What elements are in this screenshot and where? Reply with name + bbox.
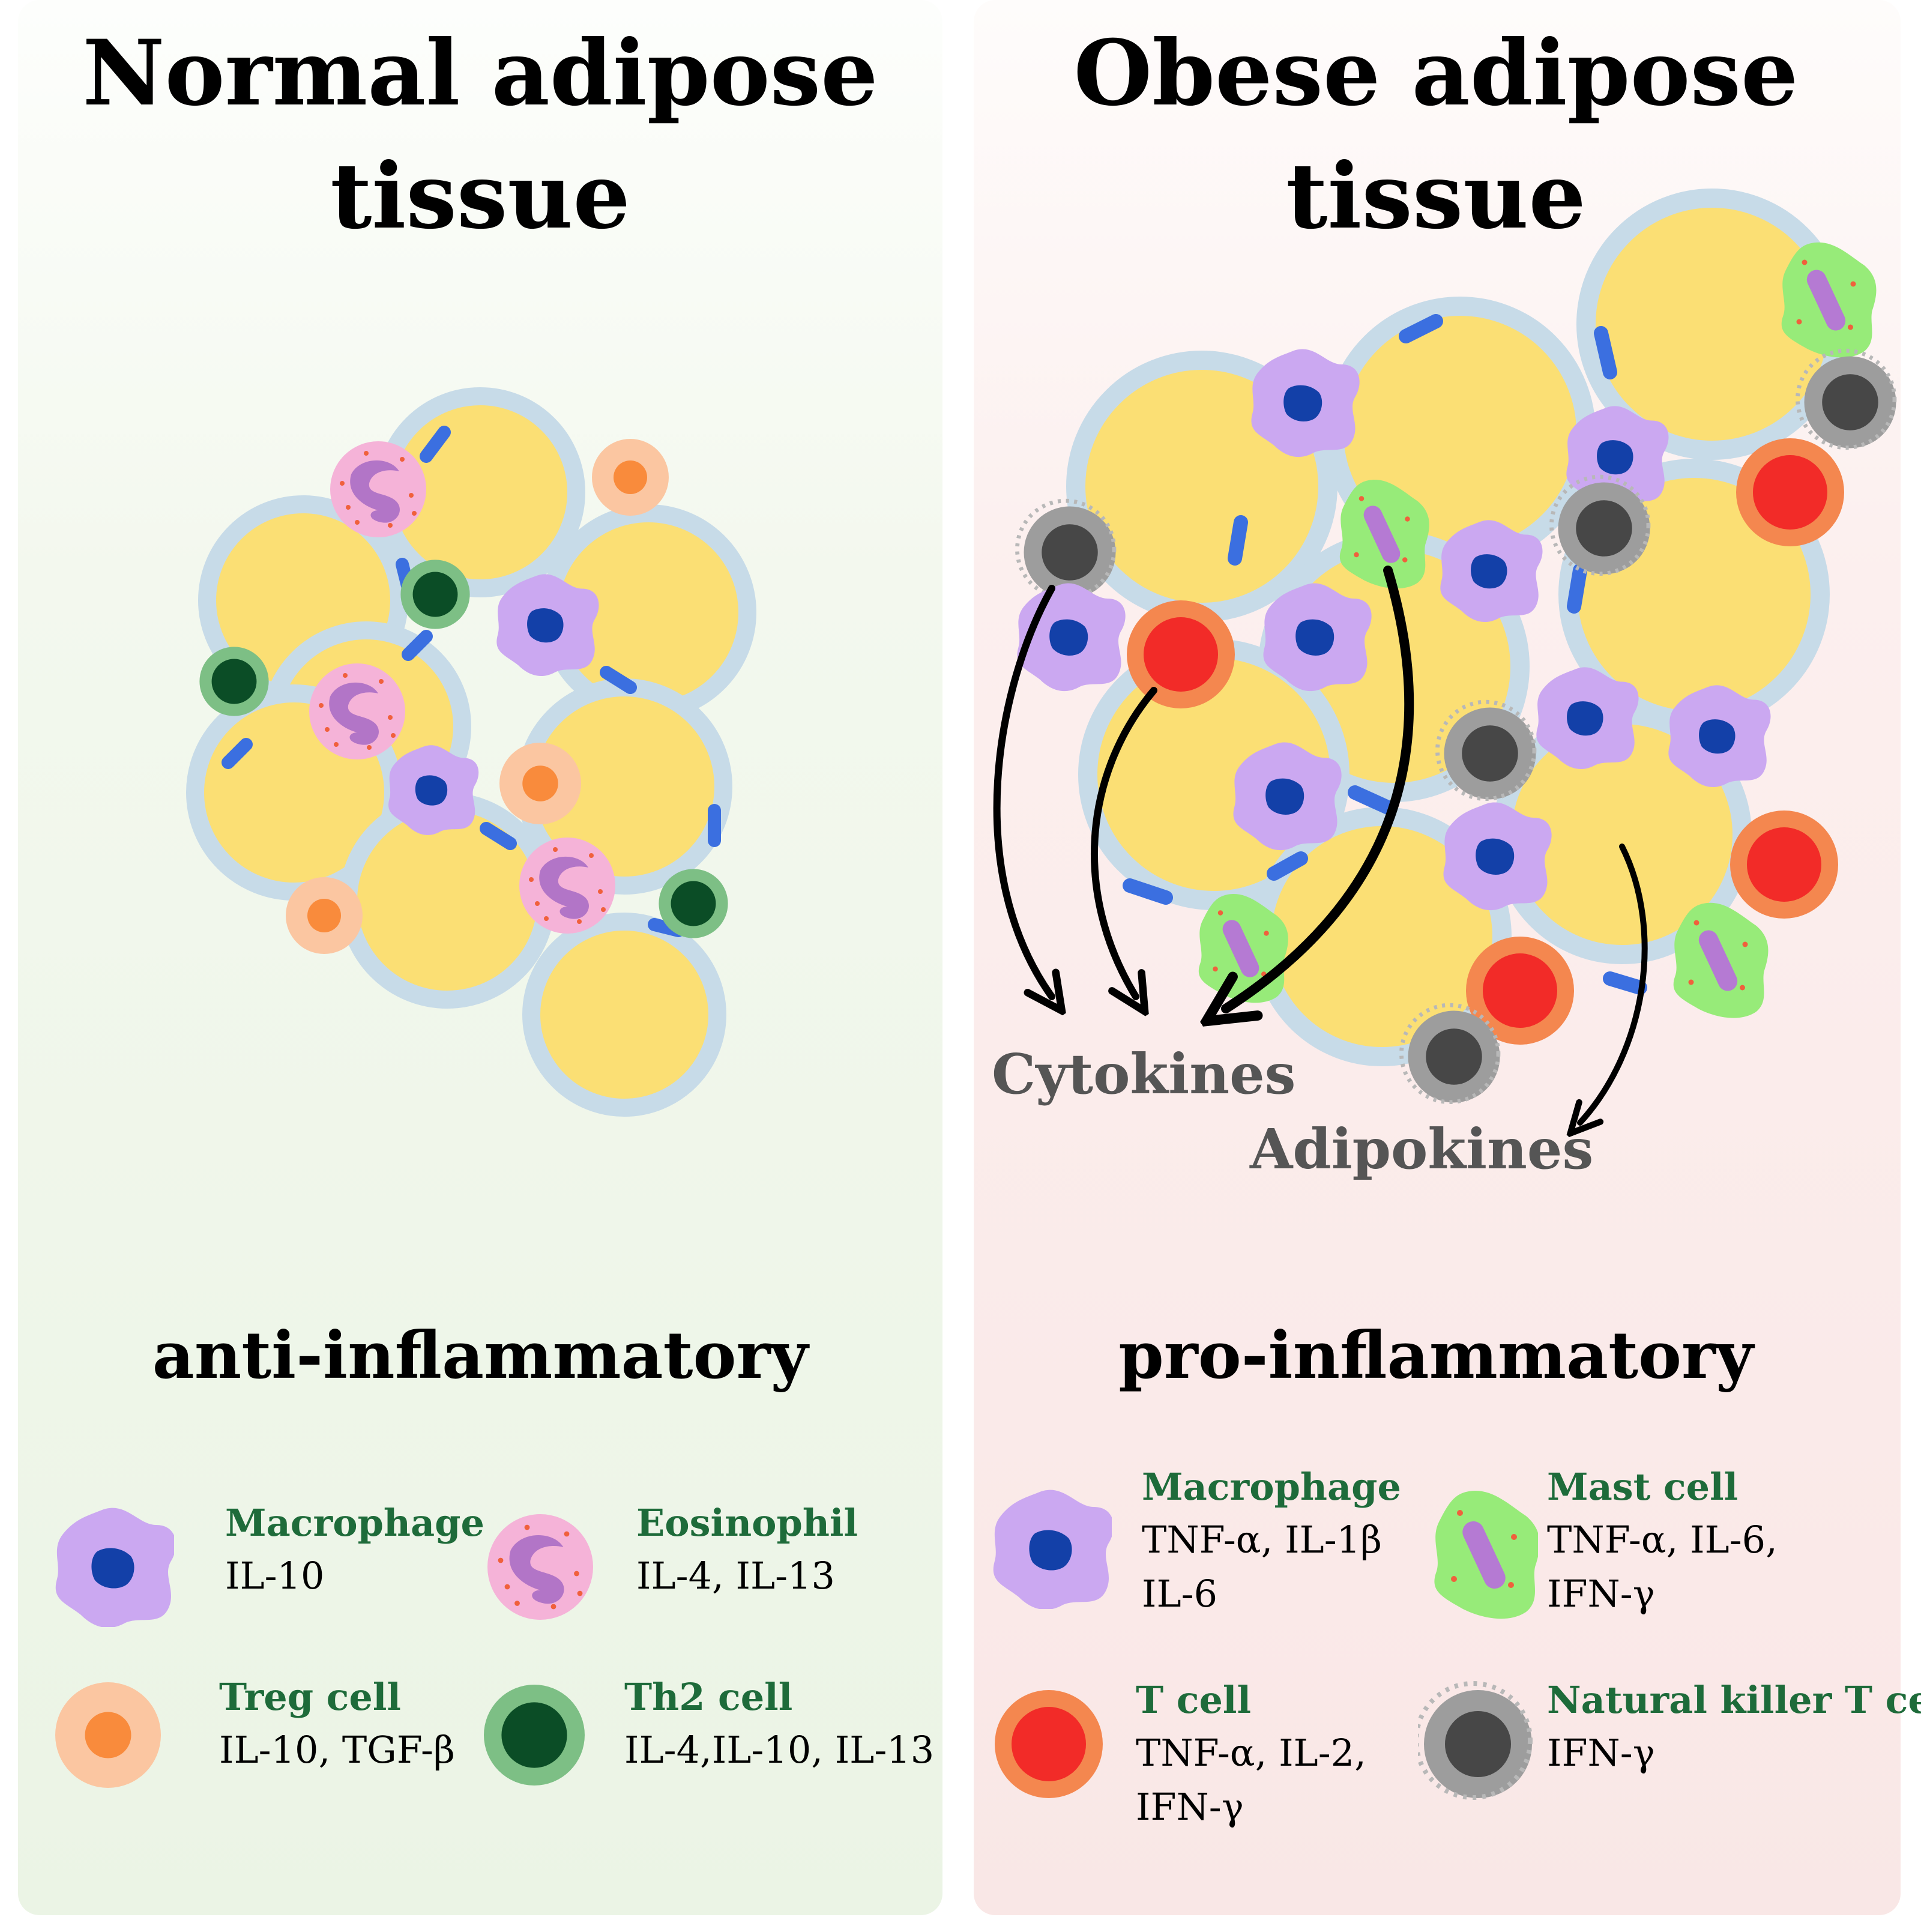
arrow-adipokines	[1580, 844, 1648, 1123]
macrophage-icon	[55, 1508, 174, 1627]
legend-name: Natural killer T cell	[1547, 1678, 1921, 1722]
obese-title-line1: Obese adipose	[1073, 20, 1799, 126]
normal-title-line2: tissue	[330, 143, 630, 249]
treg-cell-icon	[55, 1682, 161, 1788]
th2-cell-icon	[199, 647, 269, 716]
legend-cytokines-line2: IFN-γ	[1547, 1572, 1655, 1616]
th2-cell-icon	[484, 1685, 585, 1786]
legend-name: Treg cell	[219, 1675, 401, 1719]
anti-inflammatory-label: anti-inflammatory	[152, 1318, 809, 1393]
treg-cell-icon	[499, 743, 581, 824]
macrophage-icon	[496, 574, 599, 677]
legend-name: Macrophage	[1142, 1465, 1401, 1509]
legend-cytokines: IL-10, TGF-β	[219, 1728, 455, 1772]
treg-cell-icon	[592, 439, 669, 516]
obese-tissue-title: Obese adipose tissue	[974, 12, 1898, 258]
legend-cytokines-line2: IL-6	[1142, 1572, 1218, 1616]
adipokines-label: Adipokines	[1250, 1117, 1594, 1182]
normal-tissue-illustration	[186, 387, 756, 1117]
t-cell-icon	[995, 1690, 1103, 1798]
legend-name: Mast cell	[1547, 1465, 1739, 1509]
legend-cytokines: IL-4,IL-10, IL-13	[624, 1728, 935, 1772]
t-cell-icon	[1736, 438, 1844, 546]
eosinophil-icon	[519, 838, 615, 934]
legend-cytokines-line1: TNF-α, IL-2,	[1136, 1731, 1366, 1775]
capillaries	[222, 426, 721, 937]
nk-t-cell-icon	[1797, 351, 1896, 448]
obese-title-line2: tissue	[1286, 143, 1586, 249]
treg-cell-icon	[286, 877, 363, 954]
secretion-arrows	[993, 566, 1648, 1123]
legend-name: Macrophage	[225, 1501, 484, 1545]
legend-name: T cell	[1136, 1678, 1252, 1722]
obese-tissue-illustration	[993, 189, 1901, 1141]
pro-inflammatory-label: pro-inflammatory	[1118, 1318, 1754, 1393]
legend-name: Th2 cell	[624, 1675, 793, 1719]
t-cell-icon	[1127, 600, 1235, 708]
adipocytes	[186, 387, 756, 1117]
legend-cytokines: IL-4, IL-13	[636, 1554, 835, 1598]
th2-cell-icon	[400, 560, 470, 629]
macrophage-icon	[1017, 583, 1126, 692]
eosinophil-icon	[330, 441, 426, 537]
obese-tissue-panel: Obese adipose tissue	[974, 0, 1921, 1915]
normal-title-line1: Normal adipose	[82, 20, 878, 126]
th2-cell-icon	[659, 869, 728, 938]
legend-cytokines-line1: TNF-α, IL-1β	[1142, 1518, 1382, 1562]
legend-cytokines-line2: IFN-γ	[1136, 1785, 1244, 1829]
arrow-cytokines-2	[1091, 687, 1157, 997]
macrophage-icon	[993, 1490, 1112, 1609]
eosinophil-icon	[487, 1514, 593, 1620]
nk-t-cell-icon	[1418, 1678, 1538, 1810]
legend-name: Eosinophil	[636, 1501, 858, 1545]
arrow-cytokines-1	[993, 585, 1052, 997]
legend-cytokines-line1: IFN-γ	[1547, 1731, 1655, 1775]
eosinophil-icon	[309, 663, 405, 759]
legend-cytokines-line1: TNF-α, IL-6,	[1547, 1518, 1778, 1562]
arrow-cytokines-3	[1226, 566, 1414, 1009]
normal-tissue-title: Normal adipose tissue	[18, 12, 942, 258]
legend-cytokines: IL-10	[225, 1554, 325, 1598]
mast-cell-icon	[1673, 902, 1769, 1018]
capillaries	[1123, 314, 1647, 995]
mast-cell-icon	[1781, 242, 1877, 358]
t-cell-icon	[1730, 811, 1838, 919]
normal-tissue-panel: Normal adipose tissue	[18, 0, 942, 1915]
cytokines-label: Cytokines	[992, 1042, 1296, 1106]
mast-cell-icon	[1434, 1491, 1538, 1619]
